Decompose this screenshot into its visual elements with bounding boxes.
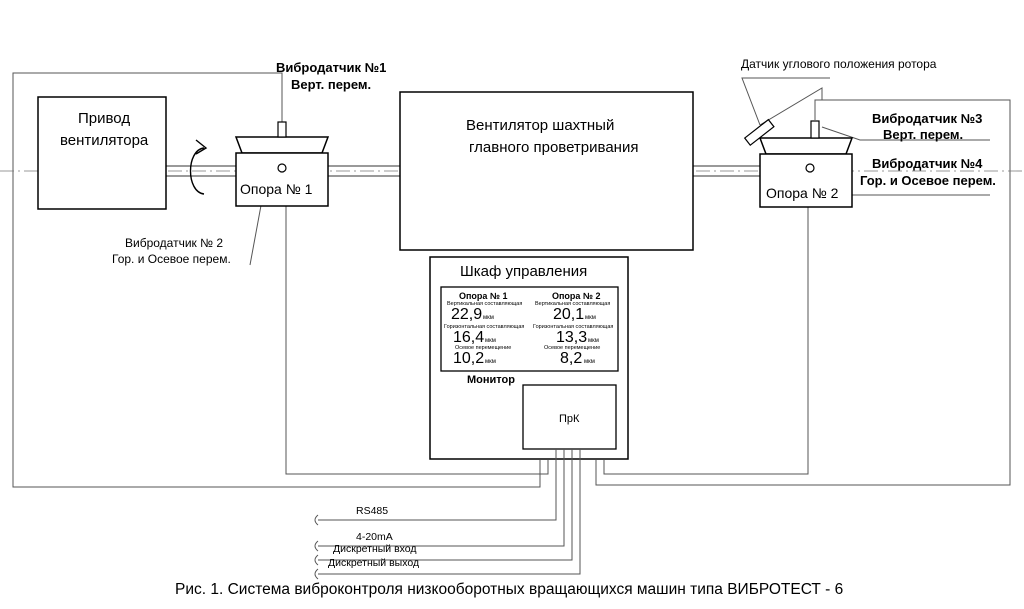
sensor-2-line-2: Гор. и Осевое перем.: [112, 252, 231, 266]
control-cabinet: Шкаф управления Опора № 1 Опора № 2 Верт…: [429, 256, 629, 460]
angle-sensor-icon: [743, 118, 775, 147]
monitor-row-1-unit-2: мкм: [585, 315, 596, 321]
monitor-label: Монитор: [467, 374, 515, 386]
monitor-row-2-unit-2: мкм: [588, 338, 599, 344]
sensor-4-line-1: Вибродатчик №4: [872, 156, 983, 171]
mine-fan: Вентилятор шахтный главного проветривани…: [399, 91, 694, 251]
monitor-row-1-label-1: Вертикальная составляющая: [447, 301, 522, 307]
plc-unit: ПрК: [522, 384, 617, 450]
discrete-input-label: Дискретный вход: [333, 543, 417, 555]
monitor-row-3-label-1: Осевое перемещение: [455, 345, 511, 351]
rs485-label: RS485: [356, 505, 388, 517]
vibration-sensor-1-icon: [277, 121, 287, 138]
support-1: Опора № 1: [234, 121, 330, 207]
fan-drive: Привод вентилятора: [37, 96, 167, 210]
sensor-labels: Вибродатчик №1 Верт. перем. Вибродатчик …: [112, 57, 996, 266]
rotation-arrow-icon: [189, 139, 208, 195]
fan-label-2: главного проветривания: [469, 139, 638, 156]
sensor-3-line-2: Верт. перем.: [883, 127, 963, 142]
output-wires: [314, 449, 581, 580]
monitor-row-2-label-1: Горизонтальная составляющая: [444, 324, 524, 330]
monitor-row-3-value-1: 10,2: [453, 350, 484, 367]
drive-label-1: Привод: [78, 110, 130, 127]
monitor-col-2-header: Опора № 2: [552, 291, 600, 301]
analog-output-label: 4-20mA: [356, 531, 393, 543]
monitor-row-1-label-2: Вертикальная составляющая: [535, 301, 610, 307]
sensor-4-line-2: Гор. и Осевое перем.: [860, 173, 996, 188]
cabinet-title: Шкаф управления: [460, 263, 587, 280]
support-1-label: Опора № 1: [240, 181, 313, 197]
monitor-row-2-label-2: Горизонтальная составляющая: [533, 324, 613, 330]
discrete-output-label: Дискретный выход: [328, 557, 419, 569]
monitor-row-3-unit-1: мкм: [485, 359, 496, 365]
monitor-row-1-value-1: 22,9: [451, 306, 482, 323]
drive-label-2: вентилятора: [60, 132, 149, 149]
support-1-bearing-icon: [277, 163, 287, 173]
fan-label-1: Вентилятор шахтный: [466, 117, 614, 134]
monitor-row-1-unit-1: мкм: [483, 315, 494, 321]
support-2: Опора № 2: [743, 118, 854, 208]
angle-sensor-label: Датчик углового положения ротора: [741, 57, 937, 71]
vibration-sensor-3-icon: [810, 120, 820, 139]
monitor-display: Опора № 1 Опора № 2 Вертикальная составл…: [440, 286, 619, 372]
monitor-row-2-unit-1: мкм: [485, 338, 496, 344]
monitor-row-2-value-1: 16,4: [453, 329, 484, 346]
monitor-row-3-value-2: 8,2: [560, 350, 582, 367]
support-2-label: Опора № 2: [766, 185, 839, 201]
support-2-bearing-icon: [805, 163, 815, 173]
figure-caption: Рис. 1. Система виброконтроля низкооборо…: [175, 581, 843, 598]
sensor-3-line-1: Вибродатчик №3: [872, 111, 982, 126]
monitor-row-1-value-2: 20,1: [553, 306, 584, 323]
sensor-1-line-2: Верт. перем.: [291, 77, 371, 92]
monitor-row-2-value-2: 13,3: [556, 329, 587, 346]
sensor-2-line-1: Вибродатчик № 2: [125, 236, 223, 250]
plc-label: ПрК: [559, 413, 580, 425]
monitor-row-3-label-2: Осевое перемещение: [544, 345, 600, 351]
sensor-1-line-1: Вибродатчик №1: [276, 60, 386, 75]
monitor-col-1-header: Опора № 1: [459, 291, 507, 301]
monitor-row-3-unit-2: мкм: [584, 359, 595, 365]
